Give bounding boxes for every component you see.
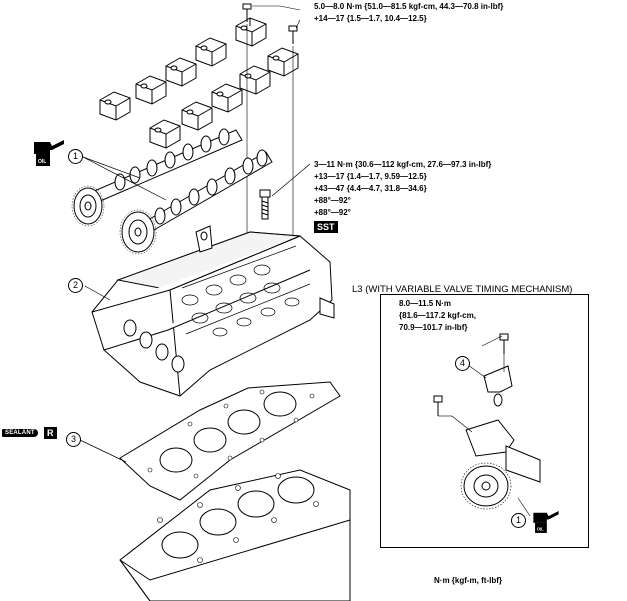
camshafts xyxy=(73,128,273,253)
head-bolt-torque-line-2: +13—17 {1.4—1.7, 9.59—12.5} xyxy=(314,172,427,181)
inset-drawing xyxy=(433,333,541,507)
head-gasket xyxy=(119,381,341,501)
callout-inset-camshaft: 1 xyxy=(511,513,526,528)
cylinder-head xyxy=(91,225,335,397)
head-bolt-torque-line-4: +88°—92° xyxy=(314,196,351,205)
engine-block xyxy=(119,469,351,601)
sealant-tube-icon: SEALANT xyxy=(2,429,38,437)
replace-r-badge: R xyxy=(43,427,57,439)
callout-head-gasket: 3 xyxy=(66,432,81,447)
head-bolt-torque-line-3: +43—47 {4.4—4.7, 31.8—34.6} xyxy=(314,184,427,193)
vvt-torque-line-2: {81.6—117.2 kgf-cm, xyxy=(399,311,476,320)
callout-cylinder-head: 2 xyxy=(68,278,83,293)
camshaft-caps xyxy=(99,17,299,149)
oil-can-label: OIL xyxy=(537,526,544,531)
head-bolt-torque-line-5: +88°—92° xyxy=(314,208,351,217)
inset-title: L3 (WITH VARIABLE VALVE TIMING MECHANISM… xyxy=(352,284,573,295)
callout-camshafts: 1 xyxy=(68,149,83,164)
cap-bolt-torque-line-1: 5.0—8.0 N·m {51.0—81.5 kgf-cm, 44.3—70.8… xyxy=(314,2,504,11)
oil-can-icon: OIL xyxy=(533,511,559,533)
cap-bolt-guides xyxy=(246,5,301,250)
units-legend: N·m {kgf-m, ft-lbf} xyxy=(434,576,502,585)
oil-can-icon: OIL xyxy=(34,140,64,166)
sst-badge: SST xyxy=(314,221,338,233)
head-bolt-torque-line-1: 3—11 N·m {30.6—112 kgf-cm, 27.6—97.3 in-… xyxy=(314,160,492,169)
vvt-torque-line-3: 70.9—101.7 in-lbf} xyxy=(399,323,468,332)
vvt-torque-line-1: 8.0—11.5 N·m xyxy=(399,299,452,308)
oil-can-label: OIL xyxy=(38,159,46,165)
callout-ocv: 4 xyxy=(455,356,470,371)
head-bolt xyxy=(259,189,271,220)
cap-bolt-torque-line-2: +14—17 {1.5—1.7, 10.4—12.5} xyxy=(314,14,427,23)
inset-box xyxy=(380,294,589,548)
sealant-indicator: SEALANT R xyxy=(2,427,57,439)
cap-bolts xyxy=(242,3,298,44)
